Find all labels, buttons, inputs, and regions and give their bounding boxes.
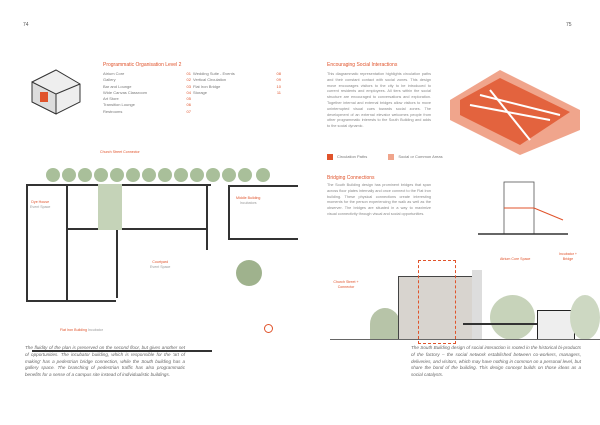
north-arrow-icon xyxy=(264,324,273,333)
programme-col1-0-num: 01 xyxy=(186,71,191,76)
caption-left: The fluidity of the plan is preserved on… xyxy=(25,345,185,378)
programme-col1-2-label: Bar and Lounge xyxy=(103,83,132,89)
section-incubator: Incubator + Bridge xyxy=(558,252,578,261)
bridging-body: The South Building design has prominent … xyxy=(327,183,431,216)
plan-flat_iron_sub: Incubator xyxy=(87,328,103,332)
programme-col1-1-num: 02 xyxy=(186,77,191,83)
caption-right: The South Building design of social inte… xyxy=(411,345,581,378)
section-atrium: Atrium Core Space xyxy=(500,257,531,261)
building-axonometric-icon xyxy=(31,69,81,115)
plan-dye_house_sub: Event Space xyxy=(30,204,51,209)
social-legend-0-label: Circulation Paths xyxy=(337,154,368,160)
programme-list-1: Atrium Core 01 Gallery 02 Bar and Lounge 03… xyxy=(103,71,191,115)
programme-col2-2-label: Flat Iron Bridge xyxy=(193,83,221,89)
social-swatch xyxy=(388,154,395,160)
programme-col2-1-num: 09 xyxy=(276,77,281,83)
programme-col1-4-num: 05 xyxy=(186,96,191,102)
plan-courtyard: Courtyard xyxy=(152,260,169,264)
programme-col2-0-num: 08 xyxy=(276,71,281,76)
programme-col1-6-label: Restrooms xyxy=(103,108,123,114)
programme-col1-5-num: 06 xyxy=(186,102,191,108)
bridging-title: Bridging Connections xyxy=(327,175,375,181)
plan-flat_iron: Flat Iron Building xyxy=(60,328,87,332)
plan-middle_sub: Incubators xyxy=(239,200,257,205)
programme-title: Programmatic Organisation Level 2 xyxy=(103,62,182,68)
programme-col1-1-label: Gallery xyxy=(103,77,116,83)
programme-col1-2-num: 03 xyxy=(186,83,191,89)
plan-courtyard_sub: Event Space xyxy=(150,264,171,269)
plan-middle: Middle Building xyxy=(236,196,261,200)
page-number-left: 74 xyxy=(23,22,29,28)
bridge-section-diagram xyxy=(478,181,568,235)
programme-col1-4-label: Art Store xyxy=(103,96,119,102)
social-title: Encouraging Social Interactions xyxy=(327,62,398,68)
programme-col1-6-num: 07 xyxy=(186,108,191,114)
circulation-diagram xyxy=(450,70,580,155)
programme-col2-0-label: Wedding Suite - Events xyxy=(193,71,235,76)
plan-dye_house: Dye House xyxy=(31,200,50,204)
programme-col2-3-num: 11 xyxy=(276,89,281,95)
programme-col2-1-label: Vertical Circulation xyxy=(193,77,227,83)
programme-col1-0-label: Atrium Core xyxy=(103,71,125,76)
programme-col1-5-label: Transition Lounge xyxy=(103,102,135,108)
page-number-right: 75 xyxy=(566,22,572,28)
programme-col2-2-num: 10 xyxy=(276,83,281,89)
programme-col1-3-num: 04 xyxy=(186,89,191,95)
section-church: Church Street + Connector xyxy=(333,280,359,289)
building-section: Church Street + Connector Atrium Core Sp… xyxy=(330,240,600,344)
plan-top_label: Church Street Connector xyxy=(100,150,140,154)
legend: Circulation Paths Social or Common Areas xyxy=(327,154,467,160)
social-legend-1-label: Social or Common Areas xyxy=(398,154,443,160)
programme-list-2: Wedding Suite - Events 08 Vertical Circul… xyxy=(193,71,281,96)
social-body: This diagrammatic representation highlig… xyxy=(327,72,431,129)
circulation-swatch xyxy=(327,154,333,160)
programme-col2-3-label: Storage xyxy=(193,89,208,95)
programme-col1-3-label: Wide Canvas Classroom xyxy=(103,89,148,95)
